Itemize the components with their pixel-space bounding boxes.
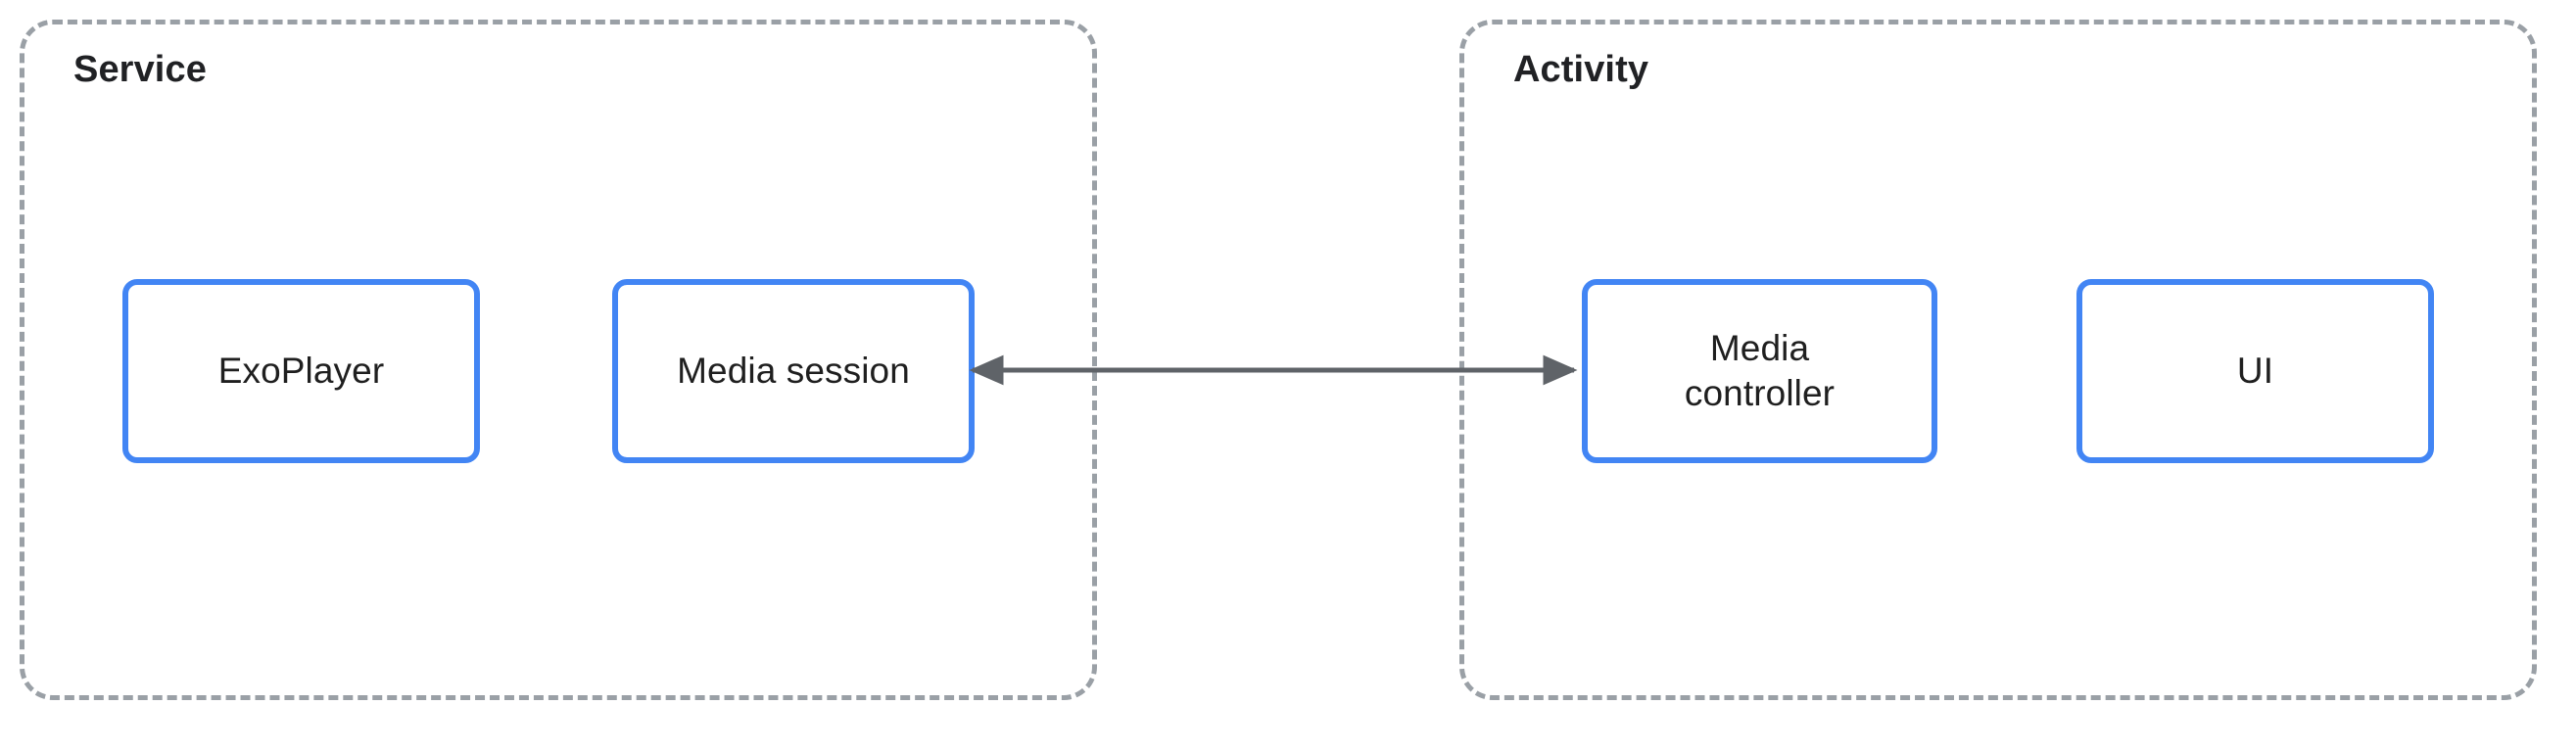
node-ui-label: UI: [2236, 350, 2274, 391]
node-media-controller-label: Media controller: [1684, 327, 1836, 413]
node-ui[interactable]: UI: [2076, 279, 2434, 463]
node-exoplayer-label: ExoPlayer: [217, 350, 385, 391]
group-activity-label: Activity: [1513, 49, 1649, 90]
node-media-session[interactable]: Media session: [612, 279, 975, 463]
node-exoplayer[interactable]: ExoPlayer: [122, 279, 480, 463]
node-media-controller[interactable]: Media controller: [1582, 279, 1937, 463]
node-media-session-label: Media session: [677, 350, 910, 391]
group-service-label: Service: [73, 49, 207, 90]
